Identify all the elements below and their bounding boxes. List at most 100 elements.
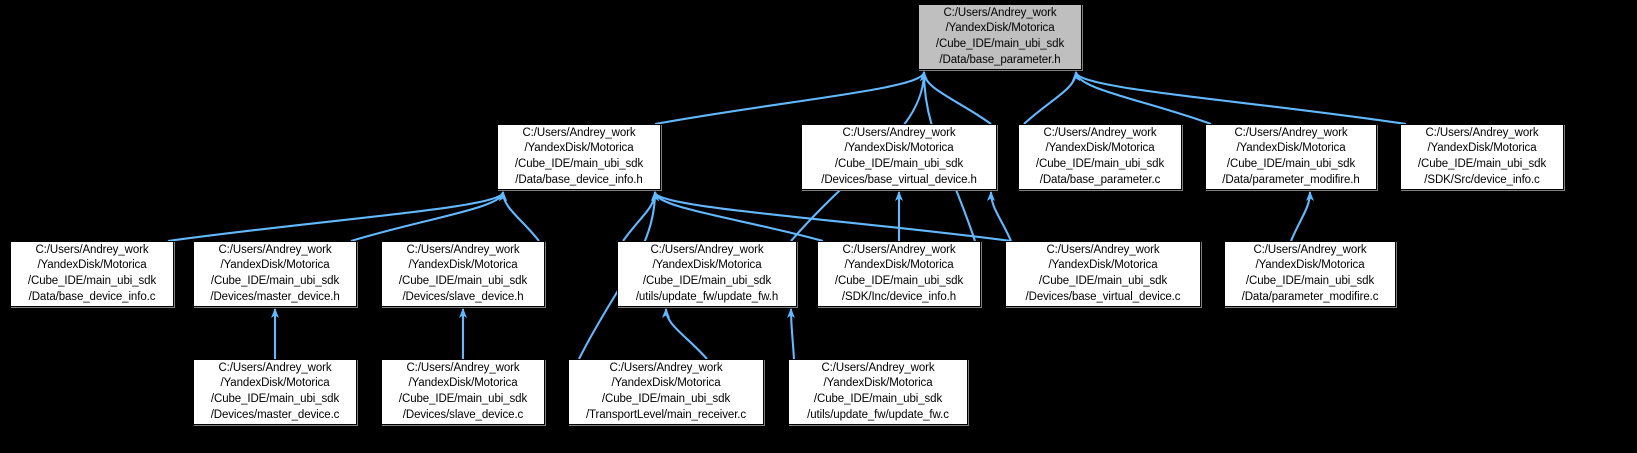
node-label-line: /Devices/slave_device.h bbox=[402, 290, 524, 303]
node-label-line: /Cube_IDE/main_ubi_sdk bbox=[210, 275, 340, 287]
node-label-line: /Cube_IDE/main_ubi_sdk bbox=[813, 393, 943, 405]
node-label-line: C:/Users/Andrey_work bbox=[218, 243, 332, 256]
graph-node-device_info_c[interactable]: C:/Users/Andrey_work/YandexDisk/Motorica… bbox=[1400, 124, 1564, 190]
node-label-line: C:/Users/Andrey_work bbox=[842, 243, 956, 256]
node-label-line: C:/Users/Andrey_work bbox=[1425, 126, 1539, 139]
node-label-line: /YandexDisk/Motorica bbox=[220, 377, 330, 390]
graph-node-master_device_h[interactable]: C:/Users/Andrey_work/YandexDisk/Motorica… bbox=[193, 241, 357, 307]
node-label-line: /Cube_IDE/main_ubi_sdk bbox=[1245, 275, 1375, 287]
node-label-line: /YandexDisk/Motorica bbox=[408, 377, 518, 390]
node-label-line: /Cube_IDE/main_ubi_sdk bbox=[935, 38, 1065, 50]
graph-node-base_virtual_device_c[interactable]: C:/Users/Andrey_work/YandexDisk/Motorica… bbox=[1005, 241, 1201, 307]
node-label-line: /Devices/slave_device.c bbox=[402, 408, 524, 421]
node-label-line: /SDK/Src/device_info.c bbox=[1424, 173, 1540, 186]
edge-base_virtual_device_c-to-base_device_info_h bbox=[651, 191, 1012, 243]
node-label-line: /Data/base_parameter.c bbox=[1039, 173, 1161, 186]
node-label-line: /Cube_IDE/main_ubi_sdk bbox=[1035, 158, 1165, 170]
node-label-line: /YandexDisk/Motorica bbox=[1255, 259, 1365, 272]
node-label-line: /Devices/master_device.c bbox=[210, 408, 340, 421]
node-label-line: /utils/update_fw/update_fw.c bbox=[807, 408, 949, 421]
graph-node-parameter_modifire_c[interactable]: C:/Users/Andrey_work/YandexDisk/Motorica… bbox=[1224, 241, 1396, 307]
edge-parameter_modifire_c-to-parameter_modifire_h bbox=[1290, 191, 1314, 242]
node-label-line: /YandexDisk/Motorica bbox=[652, 259, 762, 272]
edge-base_virtual_device_h-to-base_parameter_h bbox=[920, 71, 992, 125]
node-label-line: /Devices/master_device.h bbox=[210, 290, 340, 303]
node-label-line: /Devices/base_virtual_device.h bbox=[821, 173, 977, 186]
graph-node-update_fw_c[interactable]: C:/Users/Andrey_work/YandexDisk/Motorica… bbox=[788, 359, 968, 425]
node-label-line: C:/Users/Andrey_work bbox=[943, 6, 1057, 19]
node-label-line: /YandexDisk/Motorica bbox=[220, 259, 330, 272]
edge-base_device_info_c-to-base_device_info_h bbox=[167, 191, 507, 243]
graph-node-parameter_modifire_h[interactable]: C:/Users/Andrey_work/YandexDisk/Motorica… bbox=[1205, 124, 1377, 190]
node-label-line: /Cube_IDE/main_ubi_sdk bbox=[210, 393, 340, 405]
node-label-line: C:/Users/Andrey_work bbox=[609, 361, 723, 374]
node-label-line: /Data/parameter_modifire.c bbox=[1241, 290, 1379, 303]
graph-node-update_fw_h[interactable]: C:/Users/Andrey_work/YandexDisk/Motorica… bbox=[617, 241, 797, 307]
node-label-line: /Data/base_device_info.c bbox=[28, 290, 156, 303]
edge-device_info_c-to-base_parameter_h bbox=[1072, 71, 1407, 126]
node-label-line: /YandexDisk/Motorica bbox=[844, 259, 954, 272]
node-label-line: C:/Users/Andrey_work bbox=[1234, 126, 1348, 139]
edge-paths bbox=[167, 71, 1407, 360]
edge-update_fw_h-to-base_device_info_h bbox=[622, 191, 659, 242]
graph-node-master_device_c[interactable]: C:/Users/Andrey_work/YandexDisk/Motorica… bbox=[193, 359, 357, 425]
graph-node-slave_device_h[interactable]: C:/Users/Andrey_work/YandexDisk/Motorica… bbox=[381, 241, 545, 307]
node-label-line: /YandexDisk/Motorica bbox=[1045, 142, 1155, 155]
edge-base_virtual_device_c-to-base_virtual_device_h bbox=[987, 191, 1012, 242]
node-label-line: /Cube_IDE/main_ubi_sdk bbox=[27, 275, 157, 287]
edge-parameter_modifire_h-to-base_parameter_h bbox=[1072, 71, 1212, 125]
node-label-line: C:/Users/Andrey_work bbox=[35, 243, 149, 256]
node-label-line: /Data/base_parameter.h bbox=[939, 53, 1061, 66]
node-label-line: /YandexDisk/Motorica bbox=[844, 142, 954, 155]
graph-node-main_receiver_c[interactable]: C:/Users/Andrey_work/YandexDisk/Motorica… bbox=[568, 359, 764, 425]
graph-node-slave_device_c[interactable]: C:/Users/Andrey_work/YandexDisk/Motorica… bbox=[381, 359, 545, 425]
node-label-line: /Data/parameter_modifire.h bbox=[1222, 173, 1360, 186]
node-label-line: /TransportLevel/main_receiver.c bbox=[585, 408, 747, 421]
node-label-line: /Cube_IDE/main_ubi_sdk bbox=[514, 158, 644, 170]
node-label-line: /Cube_IDE/main_ubi_sdk bbox=[834, 275, 964, 287]
graph-node-base_parameter_h[interactable]: C:/Users/Andrey_work/YandexDisk/Motorica… bbox=[918, 4, 1082, 70]
graph-node-base_virtual_device_h[interactable]: C:/Users/Andrey_work/YandexDisk/Motorica… bbox=[801, 124, 997, 190]
node-label-line: /YandexDisk/Motorica bbox=[1236, 142, 1346, 155]
node-label-line: C:/Users/Andrey_work bbox=[1043, 126, 1157, 139]
node-label-line: /YandexDisk/Motorica bbox=[1048, 259, 1158, 272]
edge-device_info_h-to-base_device_info_h bbox=[651, 191, 824, 243]
graph-node-base_device_info_c[interactable]: C:/Users/Andrey_work/YandexDisk/Motorica… bbox=[10, 241, 174, 307]
graph-node-base_device_info_h[interactable]: C:/Users/Andrey_work/YandexDisk/Motorica… bbox=[497, 124, 661, 190]
node-label-line: /Cube_IDE/main_ubi_sdk bbox=[398, 393, 528, 405]
node-label-line: /Cube_IDE/main_ubi_sdk bbox=[642, 275, 772, 287]
edge-main_receiver_c-to-update_fw_h bbox=[662, 308, 708, 360]
node-label-line: /Cube_IDE/main_ubi_sdk bbox=[1226, 158, 1356, 170]
node-label-line: C:/Users/Andrey_work bbox=[522, 126, 636, 139]
node-label-line: /YandexDisk/Motorica bbox=[945, 22, 1055, 35]
graph-node-device_info_h[interactable]: C:/Users/Andrey_work/YandexDisk/Motorica… bbox=[817, 241, 981, 307]
node-label-line: C:/Users/Andrey_work bbox=[406, 243, 520, 256]
edge-slave_device_h-to-base_device_info_h bbox=[499, 191, 540, 242]
node-label-line: /YandexDisk/Motorica bbox=[611, 377, 721, 390]
node-label-line: /YandexDisk/Motorica bbox=[37, 259, 147, 272]
node-label-line: /Cube_IDE/main_ubi_sdk bbox=[601, 393, 731, 405]
edge-master_device_h-to-base_device_info_h bbox=[350, 191, 507, 243]
node-label-line: C:/Users/Andrey_work bbox=[1046, 243, 1160, 256]
node-label-line: /YandexDisk/Motorica bbox=[1427, 142, 1537, 155]
node-label-line: /Devices/base_virtual_device.c bbox=[1025, 290, 1181, 303]
node-label-line: C:/Users/Andrey_work bbox=[842, 126, 956, 139]
node-label-line: /Data/base_device_info.h bbox=[515, 173, 643, 186]
node-label-line: /YandexDisk/Motorica bbox=[524, 142, 634, 155]
node-label-line: /SDK/Inc/device_info.h bbox=[841, 290, 957, 303]
node-label-line: /YandexDisk/Motorica bbox=[823, 377, 933, 390]
node-label-line: C:/Users/Andrey_work bbox=[406, 361, 520, 374]
node-label-line: /YandexDisk/Motorica bbox=[408, 259, 518, 272]
node-label-line: /Cube_IDE/main_ubi_sdk bbox=[398, 275, 528, 287]
edge-base_device_info_h-to-base_parameter_h bbox=[654, 71, 928, 126]
node-label-line: C:/Users/Andrey_work bbox=[1253, 243, 1367, 256]
node-label-line: C:/Users/Andrey_work bbox=[650, 243, 764, 256]
node-label-line: /Cube_IDE/main_ubi_sdk bbox=[1417, 158, 1547, 170]
node-label-line: /Cube_IDE/main_ubi_sdk bbox=[1038, 275, 1168, 287]
node-label-line: C:/Users/Andrey_work bbox=[821, 361, 935, 374]
node-label-line: /Cube_IDE/main_ubi_sdk bbox=[834, 158, 964, 170]
graph-node-base_parameter_c[interactable]: C:/Users/Andrey_work/YandexDisk/Motorica… bbox=[1018, 124, 1182, 190]
edge-base_parameter_c-to-base_parameter_h bbox=[1023, 71, 1080, 125]
edge-update_fw_c-to-update_fw_h bbox=[787, 308, 796, 360]
